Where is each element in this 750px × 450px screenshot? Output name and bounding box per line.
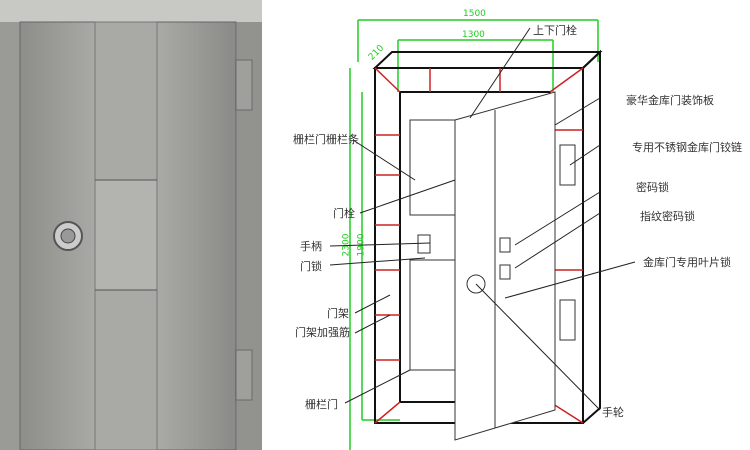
label-decor-panel: 豪华金库门装饰板 <box>626 94 714 107</box>
vault-door-diagram <box>329 19 636 450</box>
dim-inner-height: 1900 <box>356 233 367 257</box>
label-combination-lock: 密码锁 <box>636 181 669 194</box>
dimension-lines <box>349 19 599 450</box>
label-lever-lock: 金库门专用叶片锁 <box>643 256 731 269</box>
label-hinge: 专用不锈钢金库门铰链 <box>632 141 742 154</box>
label-handwheel: 手轮 <box>602 406 624 419</box>
dim-inner-width: 1300 <box>462 30 485 40</box>
label-frame: 门架 <box>327 307 349 320</box>
dim-outer-width: 1500 <box>463 9 486 19</box>
label-door-lock: 门锁 <box>300 260 322 273</box>
dim-outer-height: 2300 <box>341 233 352 257</box>
label-gate-bars: 栅栏门栅栏条 <box>293 133 359 146</box>
label-bolt-top-bottom: 上下门栓 <box>533 24 577 37</box>
label-gate: 栅栏门 <box>305 398 338 411</box>
label-fingerprint-lock: 指纹密码锁 <box>640 210 695 223</box>
label-bolt: 门栓 <box>333 207 355 220</box>
label-frame-rib: 门架加强筋 <box>295 326 350 339</box>
label-handle: 手柄 <box>300 240 322 253</box>
vault-door-photo <box>0 0 262 450</box>
leader-lines <box>329 27 636 411</box>
